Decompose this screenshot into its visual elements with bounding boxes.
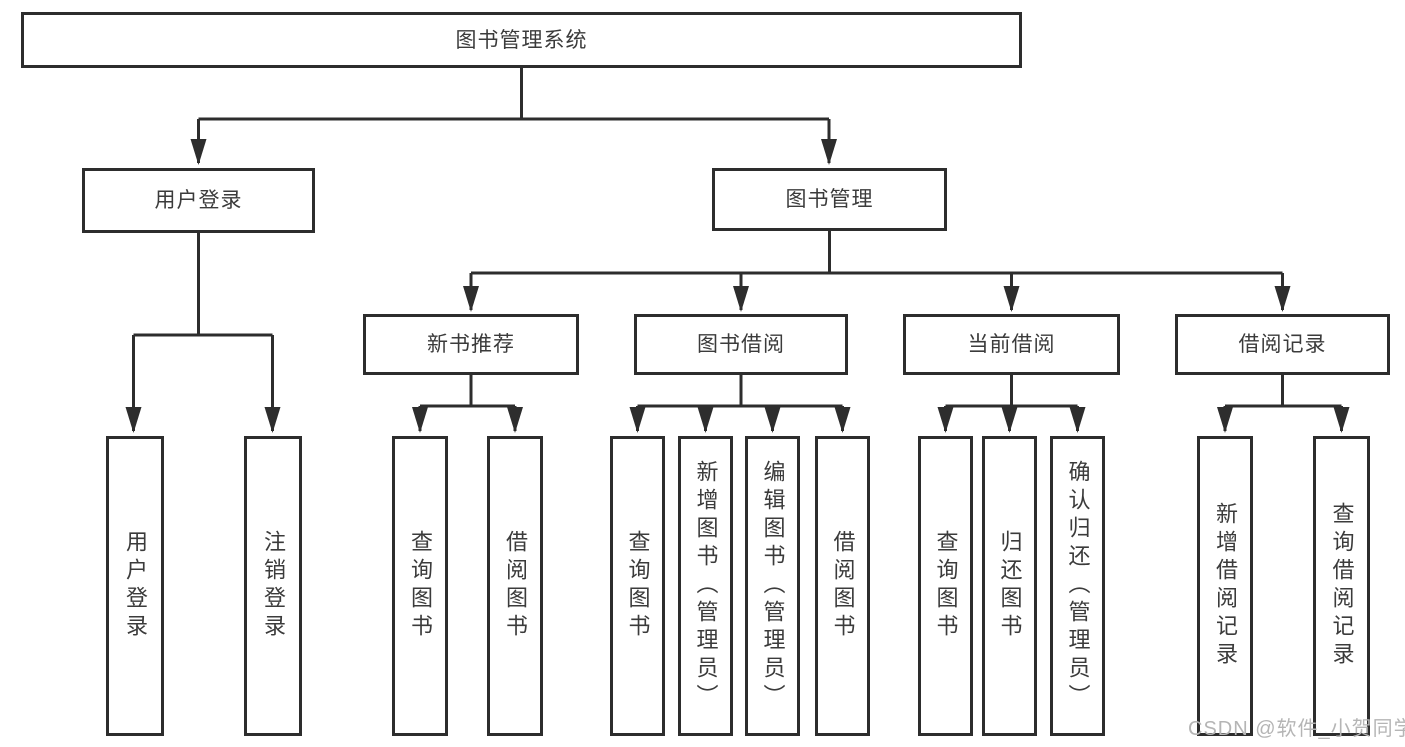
node-book-borrow-label: 图书借阅: [697, 333, 785, 356]
leaf-logout-label: 注销登录: [261, 530, 286, 642]
node-borrow-records-label: 借阅记录: [1238, 333, 1327, 356]
leaf-query-books-recommend-label: 查询图书: [408, 530, 433, 642]
leaf-edit-books-admin-label: 编辑图书（管理员）: [760, 460, 786, 712]
leaf-query-books-current: 查询图书: [918, 436, 973, 736]
leaf-query-borrow-record-label: 查询借阅记录: [1329, 502, 1355, 670]
node-current-borrow: 当前借阅: [903, 314, 1120, 375]
node-user-login: 用户登录: [82, 168, 315, 233]
node-current-borrow-label: 当前借阅: [967, 333, 1056, 356]
leaf-query-books-borrow-label: 查询图书: [625, 530, 651, 642]
leaf-add-books-admin: 新增图书（管理员）: [678, 436, 733, 736]
leaf-return-books: 归还图书: [982, 436, 1037, 736]
leaf-edit-books-admin: 编辑图书（管理员）: [745, 436, 800, 736]
leaf-add-borrow-record: 新增借阅记录: [1197, 436, 1253, 736]
leaf-borrow-books: 借阅图书: [815, 436, 870, 736]
leaf-borrow-books-recommend: 借阅图书: [487, 436, 543, 736]
node-root-label: 图书管理系统: [455, 28, 588, 52]
node-new-book-recommend-label: 新书推荐: [427, 333, 515, 356]
leaf-borrow-books-recommend-label: 借阅图书: [503, 530, 528, 642]
leaf-user-login: 用户登录: [106, 436, 164, 736]
leaf-return-books-label: 归还图书: [997, 530, 1023, 642]
leaf-confirm-return-admin-label: 确认归还（管理员）: [1065, 460, 1091, 712]
leaf-confirm-return-admin: 确认归还（管理员）: [1050, 436, 1105, 736]
node-book-management: 图书管理: [712, 168, 947, 231]
node-user-login-label: 用户登录: [154, 189, 243, 212]
node-book-borrow: 图书借阅: [634, 314, 848, 375]
leaf-query-borrow-record: 查询借阅记录: [1313, 436, 1370, 736]
leaf-borrow-books-label: 借阅图书: [830, 530, 856, 642]
leaf-user-login-label: 用户登录: [123, 530, 148, 642]
leaf-query-books-recommend: 查询图书: [392, 436, 448, 736]
leaf-add-borrow-record-label: 新增借阅记录: [1213, 502, 1238, 670]
node-new-book-recommend: 新书推荐: [363, 314, 579, 375]
leaf-add-books-admin-label: 新增图书（管理员）: [693, 460, 719, 712]
node-borrow-records: 借阅记录: [1175, 314, 1390, 375]
leaf-query-books-borrow: 查询图书: [610, 436, 665, 736]
leaf-query-books-current-label: 查询图书: [933, 530, 959, 642]
node-book-management-label: 图书管理: [785, 188, 874, 211]
leaf-logout: 注销登录: [244, 436, 302, 736]
node-root-system: 图书管理系统: [21, 12, 1022, 68]
csdn-watermark: CSDN @软件_小贺同学: [1188, 718, 1405, 740]
